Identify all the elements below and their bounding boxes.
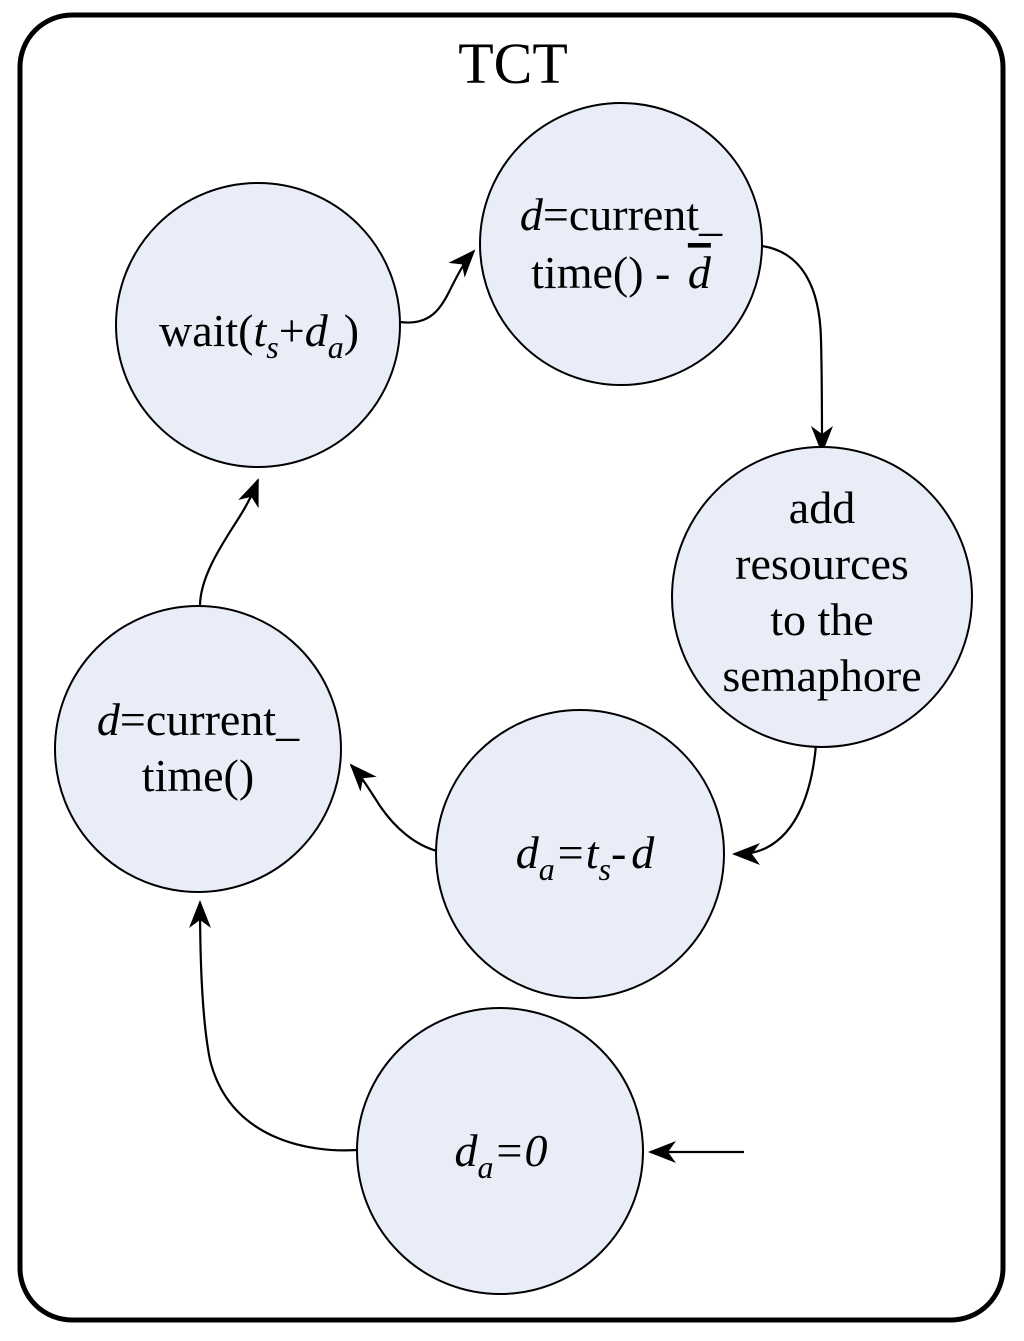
state-add-resources [671,446,973,748]
state-wait [115,182,401,468]
state-d-current-minus-dbar [479,102,763,386]
state-label: da=ts-d [516,827,656,887]
diagram-border [17,12,1006,1323]
state-da-0 [356,1007,644,1295]
state-label: da=0 [454,1125,547,1185]
state-d-current-minus-dbar-group: d=current_ time() - d [479,102,763,386]
edge-dcurrentminusdbar-to-addresources [761,244,833,454]
edge-addresources-to-dats [732,744,818,865]
state-add-resources-group: add resources to the semaphore [671,446,973,748]
state-label: time() [142,750,254,801]
edges-group [189,244,833,1163]
state-da-ts-d-group: da=ts-d [435,709,725,999]
state-label: d=current_ [520,189,723,240]
state-label: wait(ts+da) [159,305,359,365]
state-da-0-group: da=0 [356,1007,644,1295]
edge-da0-to-dcurrent [189,900,358,1152]
state-d-current-time [54,605,342,893]
state-label: time() - d [531,247,712,298]
edge-wait-to-dcurrentminusdbar [399,249,476,324]
state-label: semaphore [722,650,921,701]
state-label: d=current_ [97,694,300,745]
edge-dats-to-dcurrent [349,763,438,853]
state-label: resources [735,538,909,589]
state-label: add [789,482,855,533]
state-wait-group: wait(ts+da) [115,182,401,468]
diagram-title: TCT [458,31,568,96]
state-d-current-time-group: d=current_ time() [54,605,342,893]
state-label: to the [770,594,873,645]
edge-dcurrent-to-wait [198,478,260,607]
state-da-ts-d [435,709,725,999]
